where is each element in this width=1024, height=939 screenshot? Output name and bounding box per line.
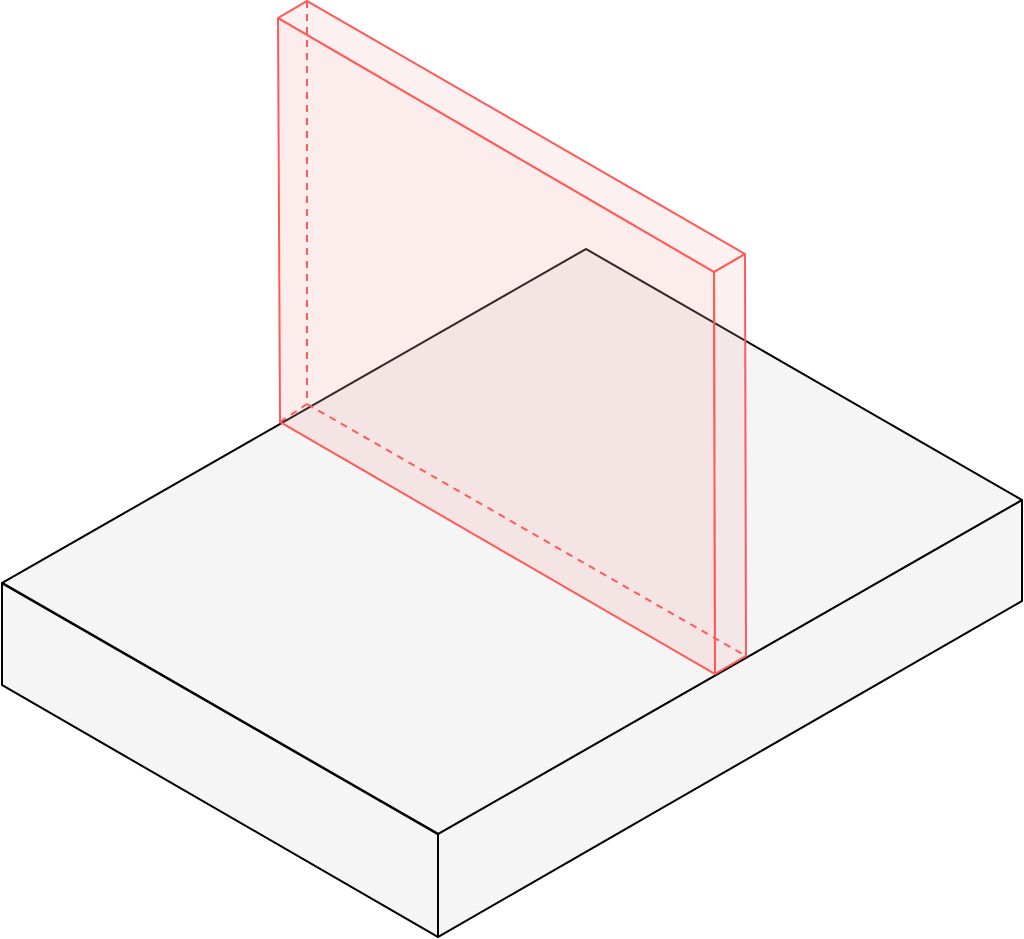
plane-hidden-corner-edge: [279, 403, 308, 423]
plane-hidden-bottom-edge: [306, 403, 747, 657]
vertical-cut-plane: [277, 0, 747, 675]
plane-right-face: [713, 253, 747, 675]
base-slab: [1, 248, 1023, 938]
slab-front-left-edge: [1, 581, 439, 836]
